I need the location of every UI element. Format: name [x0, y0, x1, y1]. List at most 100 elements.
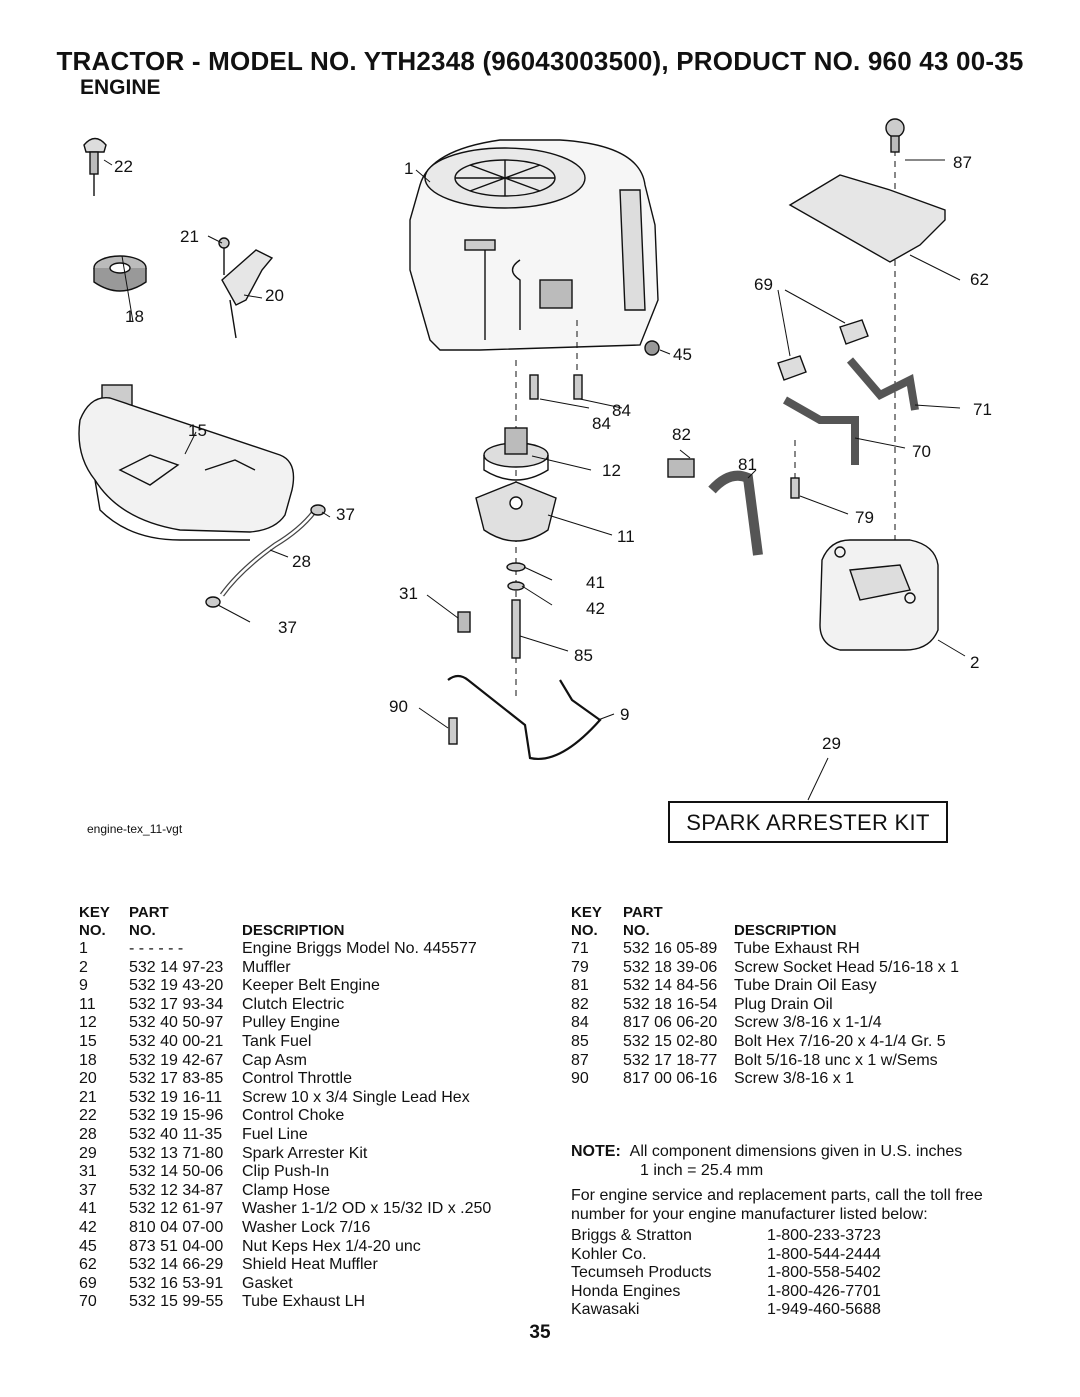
key-no: 12: [79, 1014, 97, 1032]
key-no: 45: [79, 1237, 97, 1255]
note-line1: All component dimensions given in U.S. i…: [629, 1143, 963, 1160]
part-no: 810 04 07-00: [129, 1218, 224, 1236]
description: Cap Asm: [242, 1051, 307, 1069]
header-description: DESCRIPTION: [242, 922, 345, 939]
key-no: 15: [79, 1032, 97, 1050]
manufacturer-name: Kawasaki: [571, 1301, 640, 1319]
callout-85: 85: [574, 646, 593, 665]
throttle-control-part: [218, 237, 274, 339]
description: Washer 1-1/2 OD x 15/32 ID x .250: [242, 1200, 492, 1218]
manufacturer-name: Tecumseh Products: [571, 1264, 712, 1282]
exhaust-tubes-part: [783, 357, 919, 465]
key-no: 81: [571, 977, 589, 995]
header-description: DESCRIPTION: [734, 922, 837, 939]
callout-71: 71: [973, 400, 992, 419]
manufacturer-name: Briggs & Stratton: [571, 1227, 692, 1244]
manufacturer-phone: 1-800-426-7701: [767, 1282, 881, 1300]
callout-69: 69: [754, 275, 773, 294]
description: Nut Keps Hex 1/4-20 unc: [242, 1237, 421, 1255]
parts-row: 42 810 04 07-00 Washer Lock 7/16: [79, 1219, 491, 1238]
fuel-line-part: [205, 504, 326, 608]
part-no: 532 13 71-80: [129, 1144, 224, 1162]
screws-84-part: [529, 374, 583, 400]
lock-washer-42-part: [507, 581, 525, 591]
washer-41-part: [506, 562, 526, 572]
part-no: 532 19 16-11: [129, 1088, 223, 1106]
description: Clip Push-In: [242, 1163, 330, 1181]
key-no: 42: [79, 1218, 97, 1236]
spark-arrester-kit-box: SPARK ARRESTER KIT: [668, 801, 948, 843]
key-no: 28: [79, 1125, 97, 1143]
part-no: 873 51 04-00: [129, 1237, 224, 1255]
socket-screw-part: [790, 477, 800, 499]
manufacturer-row: Tecumseh Products 1-800-558-5402: [571, 1264, 881, 1283]
page-title: TRACTOR - MODEL NO. YTH2348 (96043003500…: [56, 46, 1024, 76]
part-no: 532 16 53-91: [129, 1274, 224, 1292]
part-no: 532 12 34-87: [129, 1181, 224, 1199]
description: Control Choke: [242, 1107, 345, 1125]
belt-keeper-part: [447, 674, 602, 760]
description: Washer Lock 7/16: [242, 1218, 371, 1236]
part-no: 532 17 93-34: [129, 995, 224, 1013]
header-no: NO.: [79, 922, 106, 939]
part-no: 532 40 11-35: [129, 1125, 223, 1143]
key-no: 9: [79, 977, 88, 995]
callout-82: 82: [672, 425, 691, 444]
description: Tube Drain Oil Easy: [734, 977, 877, 995]
fuel-tank-part: [78, 384, 295, 541]
part-no: 532 14 66-29: [129, 1256, 224, 1274]
parts-rows-left: 1- - - - - -Engine Briggs Model No. 4455…: [79, 940, 491, 1312]
description: Tube Exhaust RH: [734, 940, 860, 957]
part-no: 532 14 97-23: [129, 958, 224, 976]
part-no: 532 18 39-06: [623, 958, 718, 976]
callout-81: 81: [738, 455, 757, 474]
description: Bolt Hex 7/16-20 x 4-1/4 Gr. 5: [734, 1032, 946, 1050]
callout-84b: 84: [612, 401, 631, 420]
callout-28: 28: [292, 552, 311, 571]
parts-row: 1- - - - - -Engine Briggs Model No. 4455…: [79, 940, 491, 959]
callout-45: 45: [673, 345, 692, 364]
key-no: 29: [79, 1144, 97, 1162]
callout-90: 90: [389, 697, 408, 716]
part-no: 532 12 61-97: [129, 1200, 224, 1218]
description: Bolt 5/16-18 unc x 1 w/Sems: [734, 1051, 938, 1069]
description: Tube Exhaust LH: [242, 1293, 366, 1311]
parts-row: 41 532 12 61-97 Washer 1-1/2 OD x 15/32 ID…: [79, 1200, 491, 1219]
header-key: KEY: [79, 904, 110, 921]
note-line2: 1 inch = 25.4 mm: [640, 1162, 764, 1179]
gaskets-part: [777, 319, 869, 381]
part-no: 817 00 06-16: [623, 1070, 718, 1088]
key-no: 71: [571, 940, 589, 957]
description: Screw 3/8-16 x 1-1/4: [734, 1014, 882, 1032]
key-no: 69: [79, 1274, 97, 1292]
header-no: NO.: [571, 922, 598, 939]
callout-11: 11: [617, 527, 635, 546]
key-no: 41: [79, 1200, 97, 1218]
description: Screw 10 x 3/4 Single Lead Hex: [242, 1088, 470, 1106]
part-no: 532 19 15-96: [129, 1107, 224, 1125]
note-label: NOTE:: [571, 1143, 621, 1160]
description: Screw 3/8-16 x 1: [734, 1070, 855, 1088]
parts-row: 45 873 51 04-00 Nut Keps Hex 1/4-20 unc: [79, 1238, 491, 1257]
callout-84a: 84: [592, 414, 611, 433]
callout-70: 70: [912, 442, 931, 461]
clip-push-in-part: [457, 611, 471, 633]
part-no: 532 15 02-80: [623, 1032, 718, 1050]
header-no: NO.: [129, 922, 156, 939]
manufacturer-phone: 1-800-558-5402: [767, 1264, 881, 1282]
